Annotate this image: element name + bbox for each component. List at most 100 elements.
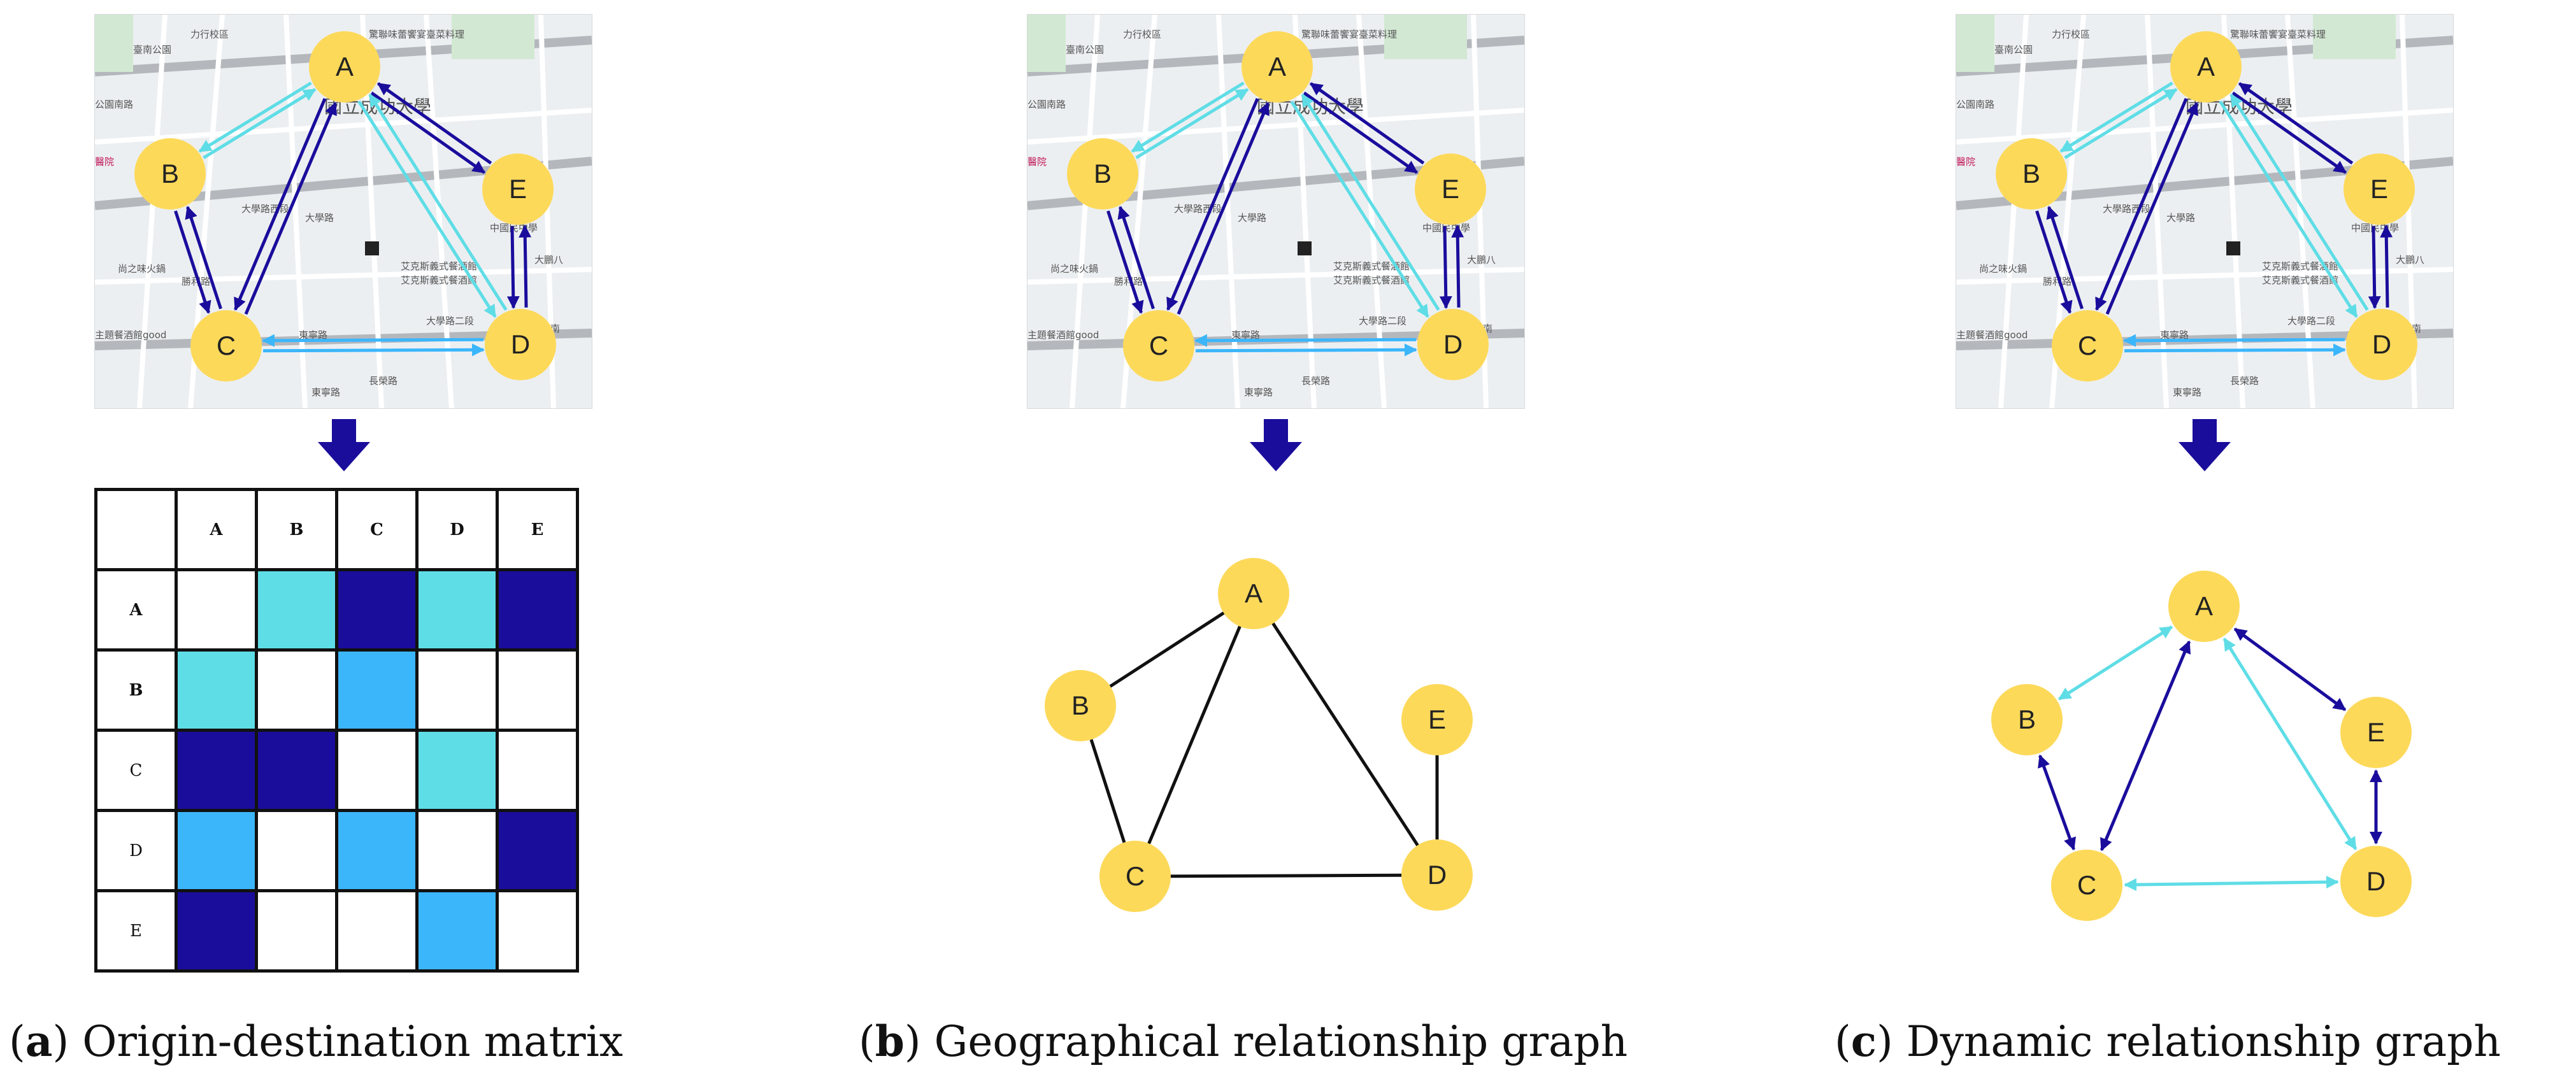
map-node-e: [482, 153, 554, 225]
map-node-label: D: [511, 329, 530, 359]
down-arrow-icon: [318, 419, 370, 471]
map-label: 長榮路: [369, 375, 397, 387]
matrix-cell: [496, 809, 579, 892]
node-b: [1991, 684, 2063, 755]
node-e: [1401, 684, 1473, 755]
map-node-label: C: [1149, 331, 1168, 360]
map-label: 公園南路: [1956, 99, 1994, 110]
map-label: 大鵬八: [534, 254, 563, 266]
map-route-arrow: [519, 224, 532, 308]
matrix-cell: [415, 568, 499, 652]
map-label: 力行校區: [190, 29, 229, 40]
node-label: E: [2367, 717, 2385, 747]
map-route-arrow: [1177, 102, 1270, 315]
map-label: 艾克斯義式餐酒館: [2262, 260, 2338, 272]
map-park: [1027, 15, 1066, 72]
map-route-arrow: [261, 334, 483, 347]
node-d: [1401, 839, 1473, 911]
map-label: 臺南公園: [1066, 44, 1104, 55]
map-node-label: B: [161, 159, 179, 189]
map-route-arrow: [2035, 210, 2073, 314]
node-label: D: [1428, 860, 1447, 890]
map-node-b: [1067, 138, 1138, 210]
map-route-arrow: [1290, 101, 1429, 318]
map-park: [2313, 15, 2396, 59]
map-park: [95, 15, 133, 72]
map-node-b: [1996, 138, 2067, 210]
map-label: 尚之味火鍋: [118, 263, 166, 275]
node-label: D: [2366, 866, 2386, 896]
map-route-arrow: [368, 93, 508, 311]
map-label: 大學路西段: [1174, 203, 1222, 215]
map-label: 艾克斯義式餐酒館: [1333, 260, 1410, 272]
map-label: 艾克斯義式餐酒館: [401, 260, 477, 272]
down-arrow-icon: [1250, 419, 1302, 471]
map-node-a: [309, 31, 380, 103]
map-label: 大學路: [2166, 212, 2195, 224]
map-svg: 力行校區臺南公園公園南路國立成功大學大學路大學路西段尚之味火鍋勝利路主題餐酒館g…: [95, 15, 592, 408]
map-label: 艾克斯義式餐酒館: [2262, 275, 2338, 286]
map-park: [452, 15, 534, 59]
node-e: [2340, 697, 2412, 768]
matrix-cell: [175, 568, 258, 652]
caption-c: (c) Dynamic relationship graph: [1835, 1016, 2501, 1066]
caption-a: (a) Origin-destination matrix: [9, 1016, 624, 1066]
matrix-cell: [255, 729, 338, 812]
map-label: 東寧路: [2173, 387, 2201, 398]
map-route-arrow: [2122, 334, 2345, 347]
map-node-d: [485, 309, 556, 380]
map-node-c: [1123, 310, 1194, 381]
edge-b-c: [2038, 754, 2076, 851]
matrix-row-header: A: [94, 568, 178, 652]
map-label: 勝利路: [2043, 276, 2072, 287]
matrix-cell: [496, 729, 579, 812]
map-label: 主題餐酒館good: [1956, 329, 2028, 341]
map-route-arrow: [1194, 334, 1416, 347]
edge-c-d: [2123, 876, 2340, 891]
map-poi-icon: [1298, 241, 1312, 255]
map-route-arrow: [234, 97, 327, 311]
map-svg: 力行校區臺南公園公園南路國立成功大學大學路大學路西段尚之味火鍋勝利路主題餐酒館g…: [1027, 15, 1524, 408]
node-c: [1099, 841, 1171, 912]
matrix-cell: [415, 729, 499, 812]
map-node-label: E: [2370, 174, 2388, 204]
map-label: 艾克斯義式餐酒館: [1333, 275, 1410, 286]
map-node-label: A: [2197, 52, 2215, 82]
map-label: 大鵬八: [1467, 254, 1496, 266]
map-label: 大鵬八: [2396, 254, 2424, 266]
map-route-arrow: [1303, 91, 1419, 174]
matrix-row-header: B: [94, 648, 178, 732]
matrix-col-header: D: [415, 488, 499, 571]
map-street: [95, 267, 592, 285]
map-node-label: A: [1268, 52, 1286, 82]
map-label: 勝利路: [1114, 276, 1143, 287]
map-route-arrow: [2059, 82, 2173, 153]
map-label: 東寧路: [1231, 329, 1260, 341]
map-route-arrow: [1301, 93, 1440, 311]
map-label: 主題餐酒館good: [95, 329, 166, 341]
edge-a-e: [2233, 627, 2347, 711]
node-label: A: [2195, 591, 2213, 621]
map-route-arrow: [2238, 82, 2354, 165]
edge-a-b: [2057, 625, 2173, 701]
map-node-label: C: [217, 331, 236, 360]
map-label: 東寧路: [1244, 387, 1273, 398]
map-route-arrow: [2229, 93, 2369, 311]
map-route-arrow: [2046, 206, 2084, 310]
map-street: [1356, 15, 1387, 408]
panel-a: 力行校區臺南公園公園南路國立成功大學大學路大學路西段尚之味火鍋勝利路主題餐酒館g…: [0, 0, 859, 1091]
matrix-row-header: C: [94, 729, 178, 812]
map-b: 力行校區臺南公園公園南路國立成功大學大學路大學路西段尚之味火鍋勝利路主題餐酒館g…: [1027, 14, 1525, 409]
map-route-arrow: [2064, 88, 2178, 159]
map-route-arrow: [1309, 82, 1425, 165]
node-label: B: [1071, 690, 1089, 720]
edge-a-c: [1133, 593, 1256, 877]
map-route-arrow: [185, 206, 222, 310]
map-node-label: A: [336, 52, 354, 82]
map-c: 力行校區臺南公園公園南路國立成功大學大學路大學路西段尚之味火鍋勝利路主題餐酒館g…: [1956, 14, 2454, 409]
matrix-cell: [175, 729, 258, 812]
map-route-arrow: [370, 91, 486, 174]
node-label: E: [1428, 704, 1446, 734]
map-a: 力行校區臺南公園公園南路國立成功大學大學路大學路西段尚之味火鍋勝利路主題餐酒館g…: [94, 14, 592, 409]
